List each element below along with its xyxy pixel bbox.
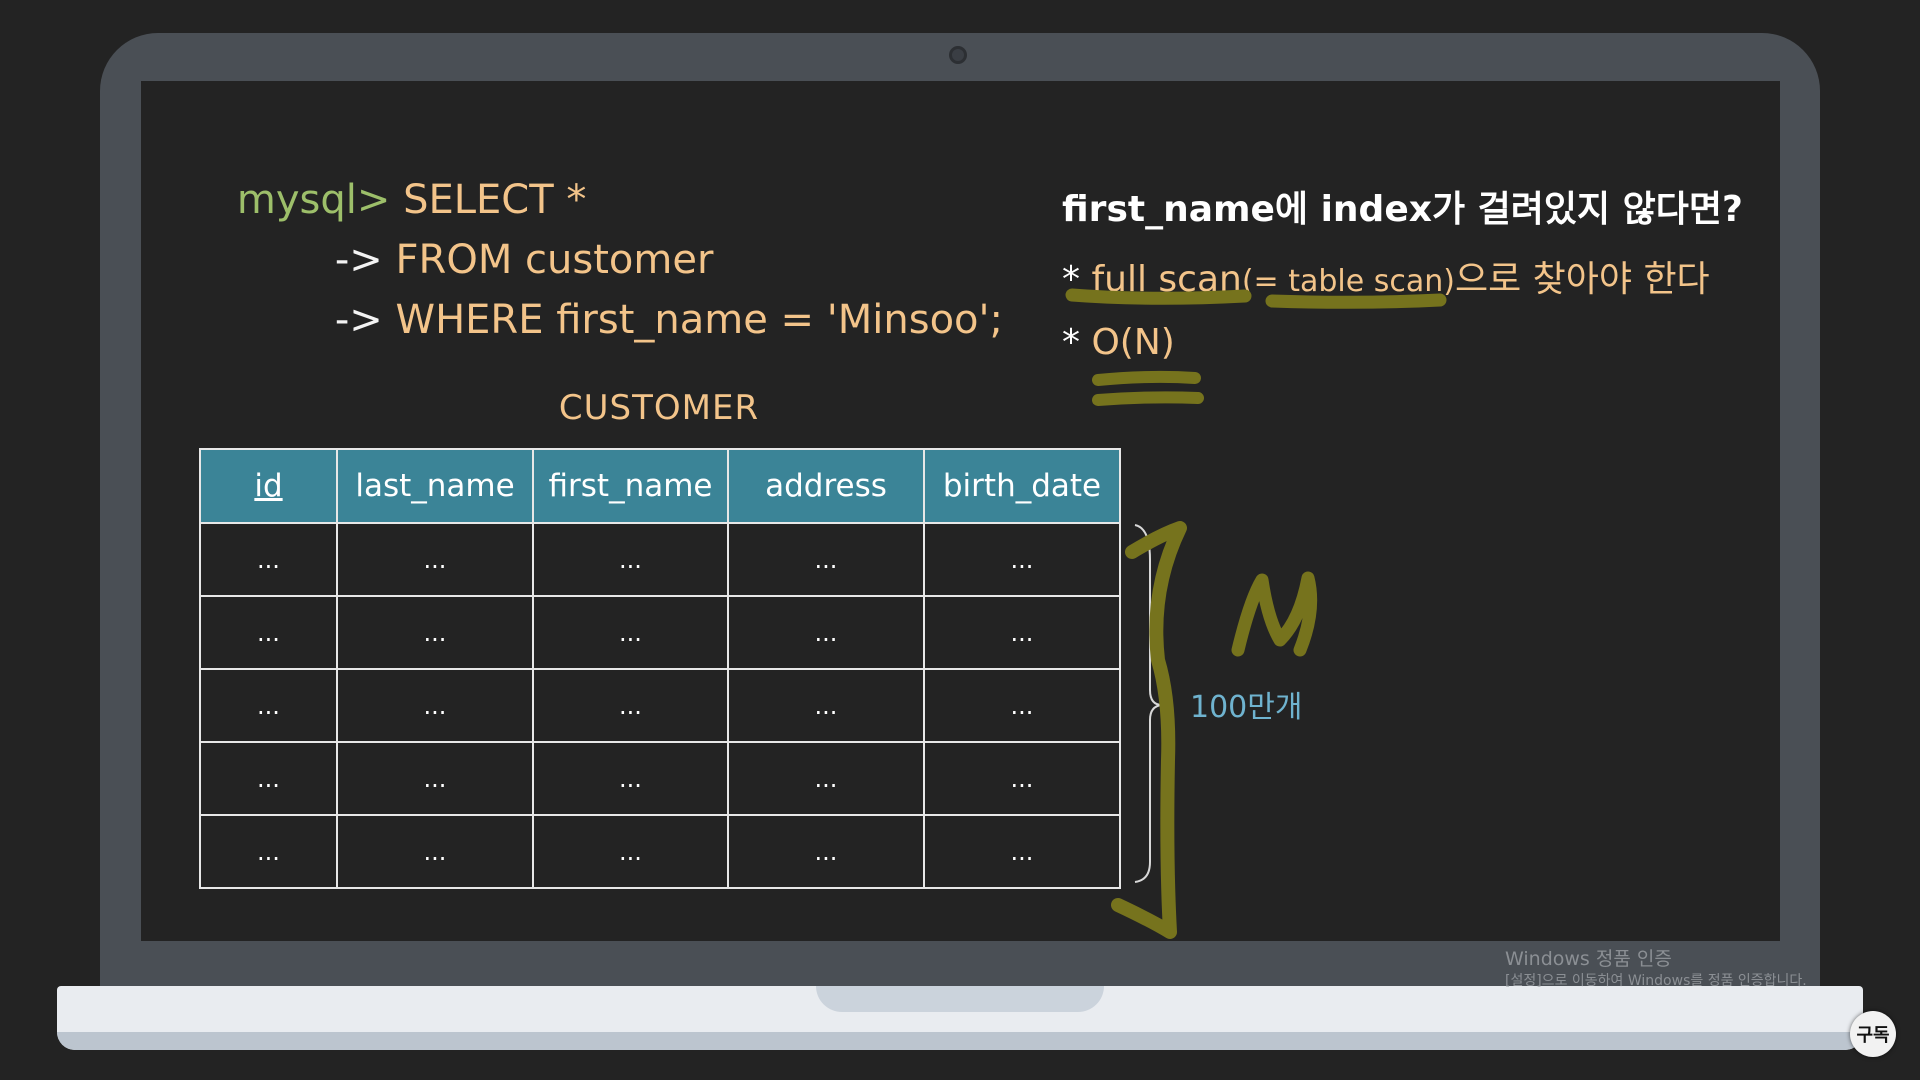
- table-cell: ...: [923, 595, 1121, 670]
- windows-activation-title: Windows 정품 인증: [1505, 948, 1672, 970]
- subscribe-button[interactable]: 구독: [1850, 1011, 1896, 1057]
- customer-table: id last_name first_name address birth_da…: [199, 448, 1121, 889]
- table-cell: ...: [532, 595, 729, 670]
- laptop-notch: [816, 986, 1104, 1012]
- bullet-star: *: [1062, 322, 1080, 363]
- table-row: ... ... ... ... ...: [199, 741, 1121, 816]
- table-cell: ...: [199, 522, 338, 597]
- sql-line-from: -> FROM customer: [284, 200, 714, 320]
- table-cell: ...: [199, 668, 338, 743]
- note-title: first_name에 index가 걸려있지 않다면?: [1062, 189, 1743, 230]
- table-cell: ...: [336, 741, 534, 816]
- table-cell: ...: [532, 741, 729, 816]
- sql-line-select: mysql> SELECT *: [186, 140, 587, 260]
- table-row: ... ... ... ... ...: [199, 522, 1121, 597]
- table-cell: ...: [923, 741, 1121, 816]
- table-cell: ...: [199, 595, 338, 670]
- table-row: ... ... ... ... ...: [199, 595, 1121, 670]
- table-cell: ...: [199, 814, 338, 889]
- table-cell: ...: [336, 522, 534, 597]
- column-header-address: address: [727, 448, 925, 524]
- note-complexity-value: O(N): [1091, 322, 1175, 363]
- table-cell: ...: [727, 814, 925, 889]
- table-cell: ...: [199, 741, 338, 816]
- column-header-id: id: [199, 448, 338, 524]
- table-cell: ...: [532, 814, 729, 889]
- column-header-last-name: last_name: [336, 448, 534, 524]
- table-cell: ...: [336, 595, 534, 670]
- table-cell: ...: [727, 668, 925, 743]
- note-full-scan-rest: 으로 찾아야 한다: [1454, 259, 1710, 300]
- bullet-star: *: [1062, 259, 1080, 300]
- table-cell: ...: [532, 668, 729, 743]
- note-table-scan: (= table scan): [1241, 264, 1455, 299]
- sql-arrow: ->: [334, 237, 383, 283]
- table-cell: ...: [727, 522, 925, 597]
- table-cell: ...: [336, 814, 534, 889]
- sql-from: FROM customer: [382, 237, 714, 283]
- note-full-scan: * full scan(= table scan)으로 찾아야 한다: [1062, 250, 1710, 302]
- table-cell: ...: [727, 741, 925, 816]
- sql-prompt: mysql>: [236, 177, 391, 223]
- table-cell: ...: [727, 595, 925, 670]
- sql-line-where: -> WHERE first_name = 'Minsoo';: [284, 260, 1003, 380]
- row-count-label: 100만개: [1190, 690, 1303, 725]
- table-cell: ...: [923, 668, 1121, 743]
- column-header-birth-date: birth_date: [923, 448, 1121, 524]
- table-row: ... ... ... ... ...: [199, 814, 1121, 889]
- sql-arrow: ->: [334, 297, 383, 343]
- windows-activation-subtitle: [설정]으로 이동하여 Windows를 정품 인증합니다.: [1505, 973, 1807, 989]
- table-row: ... ... ... ... ...: [199, 668, 1121, 743]
- table-cell: ...: [923, 814, 1121, 889]
- table-cell: ...: [532, 522, 729, 597]
- column-header-first-name: first_name: [532, 448, 729, 524]
- note-full-scan-term: full scan: [1091, 259, 1242, 300]
- note-complexity: * O(N): [1062, 322, 1175, 363]
- table-cell: ...: [923, 522, 1121, 597]
- laptop-base-edge: [57, 1032, 1863, 1050]
- camera-icon: [949, 46, 967, 64]
- table-cell: ...: [336, 668, 534, 743]
- sql-where: WHERE first_name = 'Minsoo';: [382, 297, 1003, 343]
- table-header-row: id last_name first_name address birth_da…: [199, 448, 1121, 524]
- table-caption: CUSTOMER: [558, 388, 760, 428]
- sql-select: SELECT *: [390, 177, 587, 223]
